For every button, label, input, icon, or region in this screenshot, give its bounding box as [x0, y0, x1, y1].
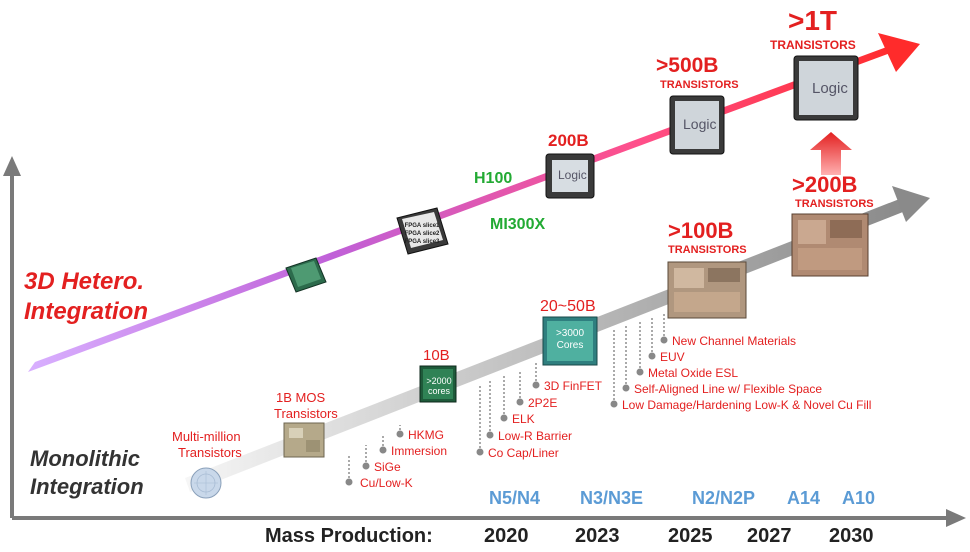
hetero-integration-arrow [28, 33, 920, 372]
tech-item: 2P2E [528, 396, 558, 410]
fpga-slice1-label: FPGA slice1 [404, 223, 440, 229]
fpga-chip-image [396, 207, 449, 255]
tech-item: Immersion [391, 444, 448, 458]
die-100b-image [667, 261, 747, 319]
milestone-1b-line2: Transistors [274, 406, 338, 421]
product-h100: H100 [474, 170, 513, 187]
chip-20-50b-label: >3000 Cores [551, 328, 589, 352]
year-label: 2027 [747, 525, 792, 547]
milestone-200b-chip: 200B [548, 131, 589, 150]
milestone-multi-million-line1: Multi-million [172, 429, 241, 444]
h100-chip-logic-label: Logic [558, 168, 587, 182]
node-label: N3/N3E [580, 488, 644, 508]
tech-item: Low Damage/Hardening Low-K & Novel Cu Fi… [622, 398, 872, 412]
fpga-slice2-label: FPGA slice2 [404, 231, 440, 237]
milestone-500b-sub: TRANSISTORS [660, 79, 739, 91]
chip-20-50b-label-line1: >3000 [555, 328, 585, 339]
y-axis [3, 156, 21, 518]
node-label: N2/N2P [692, 488, 756, 508]
tech-leader-lines [348, 314, 665, 482]
tech-item: New Channel Materials [672, 334, 797, 348]
year-label: 2030 [829, 525, 874, 547]
chip-10b-label-line1: >2000 [426, 376, 452, 386]
tech-item: Co Cap/Liner [488, 446, 559, 460]
milestone-1t-sub: TRANSISTORS [770, 38, 856, 52]
node-label: A10 [842, 488, 876, 508]
h100-chip-image [545, 153, 595, 199]
year-label: 2023 [575, 525, 620, 547]
milestone-200b: >200B [792, 172, 858, 197]
milestone-200b-sub: TRANSISTORS [795, 198, 874, 210]
milestone-multi-million-line2: Transistors [178, 445, 242, 460]
tech-item: Cu/Low-K [360, 476, 413, 490]
fpga-slice3-label: FPGA slice3 [404, 239, 440, 245]
milestone-20-50b: 20~50B [540, 298, 596, 315]
milestone-100b: >100B [668, 218, 734, 243]
die-1b-image [283, 422, 325, 458]
tech-item: 3D FinFET [544, 379, 603, 393]
x-axis [12, 509, 966, 527]
fpga-chip-label: FPGA slice1 FPGA slice2 FPGA slice3 [404, 222, 440, 246]
milestone-100b-sub: TRANSISTORS [668, 244, 747, 256]
tech-item: Self-Aligned Line w/ Flexible Space [634, 382, 823, 396]
chip-500b-image [669, 95, 725, 155]
year-label: 2025 [668, 525, 713, 547]
up-arrow [810, 132, 852, 175]
tech-item: EUV [660, 350, 685, 364]
milestone-1b-line1: 1B MOS [276, 390, 326, 405]
die-200b-image [791, 213, 869, 277]
chip-20-50b-image [542, 316, 598, 366]
hetero-label-line1: 3D Hetero. [24, 268, 145, 295]
chip-10b-label-line2: cores [427, 386, 450, 396]
tech-item: Metal Oxide ESL [648, 366, 739, 380]
milestone-500b: >500B [656, 54, 719, 77]
milestone-1t: >1T [788, 5, 838, 36]
year-label: 2020 [484, 525, 529, 547]
chip-10b-image [419, 365, 457, 403]
chip-20-50b-label-line2: Cores [556, 340, 584, 351]
chip-10b-label: >2000 cores [425, 376, 453, 396]
wafer-image [190, 467, 222, 499]
chip-1t-logic-label: Logic [812, 80, 848, 97]
hetero-label-line2: Integration [24, 298, 148, 325]
tech-item: HKMG [408, 428, 444, 442]
tech-dots [345, 336, 668, 486]
product-mi300x: MI300X [490, 216, 546, 233]
node-label: N5/N4 [489, 488, 541, 508]
tech-item: SiGe [374, 460, 401, 474]
chip-stack-small-image [285, 257, 327, 293]
x-axis-label: Mass Production: [265, 525, 433, 547]
milestone-10b: 10B [423, 347, 450, 364]
monolithic-label-line2: Integration [30, 474, 144, 499]
chip-500b-logic-label: Logic [683, 116, 717, 132]
node-label: A14 [787, 488, 821, 508]
monolithic-label-line1: Monolithic [30, 446, 140, 471]
tech-item: Low-R Barrier [498, 429, 573, 443]
chip-1t-image [793, 55, 859, 121]
tech-item: ELK [512, 412, 535, 426]
